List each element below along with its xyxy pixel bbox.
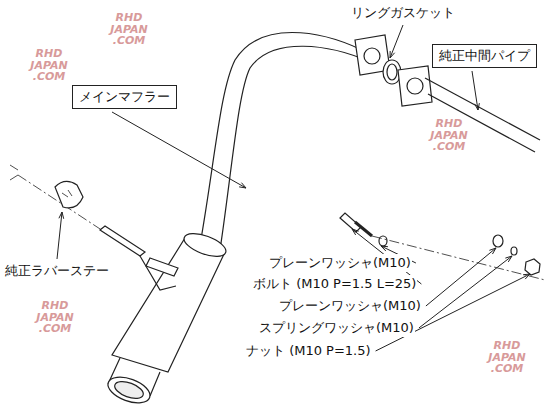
leader-arrowhead: [239, 183, 246, 188]
part-label: ナット (M10 P=1.5): [245, 342, 372, 360]
leader-line: [390, 25, 403, 58]
part-name-box: メインマフラー: [72, 85, 177, 109]
leader-arrowhead: [381, 246, 388, 251]
watermark: RHD JAPAN .COM: [20, 48, 78, 83]
watermark: RHD JAPAN .COM: [478, 340, 536, 375]
part-label: スプリングワッシャ(M10): [258, 319, 415, 337]
leader-arrowhead: [523, 274, 530, 279]
leader-line: [57, 212, 62, 259]
watermark: RHD JAPAN .COM: [100, 12, 158, 47]
leader-line: [112, 112, 246, 188]
leader-arrowhead: [390, 51, 395, 58]
leader-arrowhead: [475, 103, 480, 110]
part-name-box: 純正中間パイプ: [432, 44, 537, 68]
part-label: プレーンワッシャ(M10): [278, 297, 422, 315]
part-name: メインマフラー: [79, 88, 170, 106]
leader-arrowhead: [489, 248, 496, 254]
part-label: プレーンワッシャ(M10): [268, 254, 412, 272]
part-label: ボルト (M10 P=1.5 L=25): [252, 275, 417, 293]
part-label: リングガスケット: [350, 4, 456, 22]
leader-arrowhead: [352, 229, 359, 235]
watermark: RHD JAPAN .COM: [420, 118, 478, 153]
leader-arrowhead: [505, 256, 512, 262]
watermark: RHD JAPAN .COM: [26, 300, 84, 335]
leader-arrowhead: [59, 212, 64, 219]
part-label: 純正ラバーステー: [4, 262, 110, 280]
part-name: 純正中間パイプ: [439, 47, 530, 65]
leader-line: [419, 256, 512, 328]
